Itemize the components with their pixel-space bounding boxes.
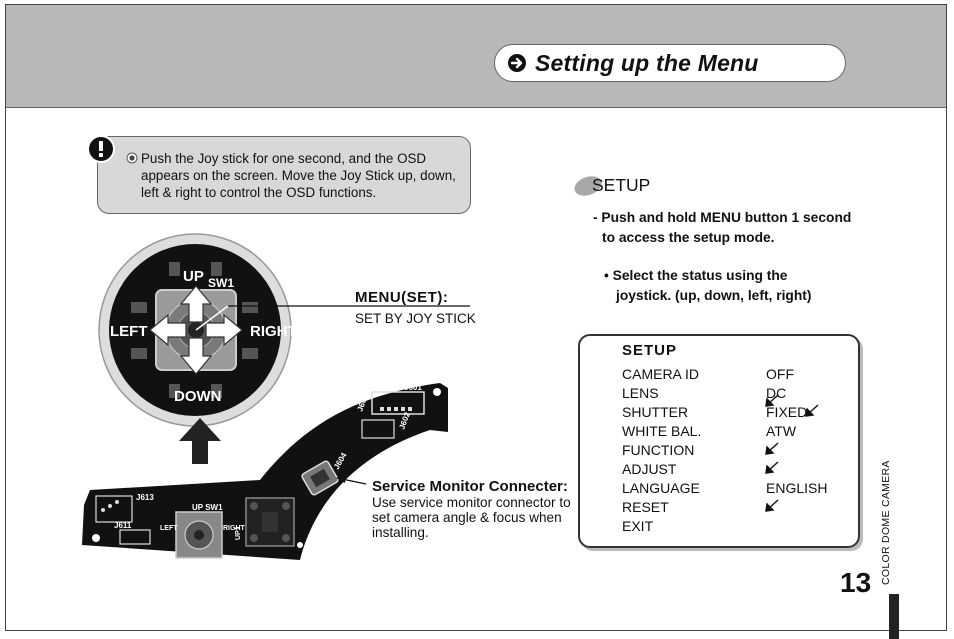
board-label-j611: J611: [114, 521, 132, 530]
header-pill: Setting up the Menu: [494, 44, 846, 82]
side-bar: [889, 594, 899, 639]
osd-row-label: FUNCTION: [622, 442, 695, 458]
side-label: COLOR DOME CAMERA: [880, 460, 892, 585]
board-label-down: DOWN: [188, 562, 210, 569]
osd-row-function: FUNCTION: [622, 442, 862, 461]
osd-row-value: FIXED: [766, 404, 808, 420]
osd-row-value: DC: [766, 385, 787, 401]
board-label-j613: J613: [136, 493, 154, 502]
page-title: Setting up the Menu: [535, 49, 759, 76]
setup-line-3: • Select the status using the: [604, 268, 788, 283]
osd-row-camera-id: CAMERA ID OFF: [622, 366, 862, 385]
note-text: Push the Joy stick for one second, and t…: [141, 151, 456, 200]
osd-menu-box: SETUP CAMERA ID OFF LENS DC SHUTTER FIXE…: [578, 334, 860, 548]
service-callout-title: Service Monitor Connecter:: [372, 478, 568, 495]
joystick-magnifier: UP SW1 LEFT RIGHT DOWN: [98, 233, 297, 427]
osd-row-value: OFF: [766, 366, 794, 382]
page-number: 13: [840, 567, 872, 598]
osd-row-label: LANGUAGE: [622, 480, 700, 496]
setup-line-4: joystick. (up, down, left, right): [616, 288, 812, 303]
board-label-right: RIGHT: [223, 525, 246, 532]
service-callout-desc: Use service monitor connector to set cam…: [372, 495, 571, 540]
osd-row-value: ENGLISH: [766, 480, 828, 496]
osd-row-label: ADJUST: [622, 461, 677, 477]
osd-row-white-bal: WHITE BAL. ATW: [622, 423, 862, 442]
osd-arrows: [765, 394, 819, 512]
arrow-icon: [765, 442, 779, 455]
label-down: DOWN: [174, 388, 222, 405]
osd-row-shutter: SHUTTER FIXED: [622, 404, 862, 423]
setup-line-1: - Push and hold MENU button 1 second: [593, 210, 852, 225]
osd-row-value: ATW: [766, 423, 797, 439]
label-left: LEFT: [110, 323, 148, 340]
up-arrow-icon: [179, 418, 221, 464]
arrow-icon: [805, 404, 819, 417]
arrow-icon: [765, 394, 779, 407]
osd-row-language: LANGUAGE ENGLISH: [622, 480, 862, 499]
arrow-icon: [765, 499, 779, 512]
pcb-board: J601 J603 J602 J604 J613 J611 UP SW1 LEF…: [82, 383, 448, 569]
arrow-circle-icon: [508, 54, 526, 72]
osd-row-label: RESET: [622, 499, 669, 515]
setup-swoosh: [574, 176, 602, 196]
warning-icon: [87, 135, 115, 163]
osd-row-reset: RESET: [622, 499, 862, 518]
label-up: UP: [183, 268, 204, 285]
osd-row-adjust: ADJUST: [622, 461, 862, 480]
osd-title: SETUP: [622, 342, 678, 359]
service-callout-arrow: [336, 474, 367, 485]
board-label-j601: J601: [404, 383, 422, 392]
bullet-icon: [126, 152, 138, 164]
note-box: Push the Joy stick for one second, and t…: [97, 136, 471, 214]
osd-row-label: CAMERA ID: [622, 366, 700, 382]
osd-row-label: LENS: [622, 385, 659, 401]
osd-row-lens: LENS DC: [622, 385, 862, 404]
label-right: RIGHT: [250, 323, 297, 340]
board-label-up-sw1: UP SW1: [192, 503, 223, 512]
osd-row-label: WHITE BAL.: [622, 423, 702, 439]
osd-row-label: EXIT: [622, 518, 654, 534]
label-sw1: SW1: [208, 276, 234, 290]
board-label-up1: UP1: [235, 526, 242, 540]
board-label-left: LEFT: [160, 525, 178, 532]
menu-callout-title: MENU(SET):: [355, 289, 449, 306]
menu-callout-subtitle: SET BY JOY STICK: [355, 311, 476, 326]
setup-line-2: to access the setup mode.: [602, 230, 775, 245]
arrow-icon: [765, 461, 779, 474]
setup-heading: SETUP: [592, 175, 651, 195]
osd-row-exit: EXIT: [622, 518, 862, 537]
osd-row-label: SHUTTER: [622, 404, 689, 420]
